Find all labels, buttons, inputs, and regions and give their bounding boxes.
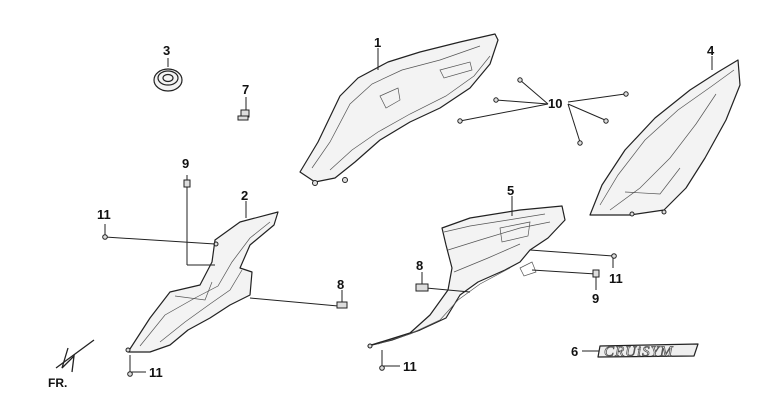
part-11-screw-lower-right [379, 350, 400, 371]
part-11-screw-right [529, 249, 617, 268]
callout-8-right: 8 [416, 258, 423, 273]
callout-6: 6 [571, 344, 578, 359]
emblem-text: CRUiSYM [604, 344, 674, 360]
part-5-lower-right-cover [367, 196, 566, 349]
callout-2: 2 [241, 188, 248, 203]
front-label: FR. [48, 376, 67, 390]
callout-11-upper-left: 11 [97, 207, 111, 222]
callout-11-right: 11 [609, 271, 623, 286]
callout-9-right: 9 [592, 291, 599, 306]
callout-4: 4 [707, 43, 715, 58]
part-10-screws [457, 77, 629, 146]
part-11-screw-lower-left [127, 355, 146, 377]
callout-11-lower-right: 11 [403, 359, 417, 374]
part-9-screw-left [183, 175, 215, 266]
callout-8-left: 8 [337, 277, 344, 292]
callout-7: 7 [242, 82, 249, 97]
callout-5: 5 [507, 183, 514, 198]
part-8-clip-right [415, 272, 471, 293]
front-direction-arrow-icon [55, 339, 95, 373]
part-7-clip [237, 97, 250, 121]
callout-1: 1 [374, 35, 381, 50]
part-1-upper-cover [299, 33, 499, 186]
part-6-emblem: CRUiSYM [582, 343, 699, 360]
callout-10: 10 [548, 96, 562, 111]
part-8-clip-left [249, 290, 348, 309]
part-2-left-side-cover [125, 201, 279, 353]
callout-9-left: 9 [182, 156, 189, 171]
part-3-grommet [153, 58, 183, 92]
part-4-right-side-cover [589, 56, 741, 217]
part-11-screw-upper-left [102, 224, 216, 245]
part-9-screw-right [531, 269, 600, 290]
callout-3: 3 [163, 43, 170, 58]
callout-11-lower-left: 11 [149, 365, 163, 380]
